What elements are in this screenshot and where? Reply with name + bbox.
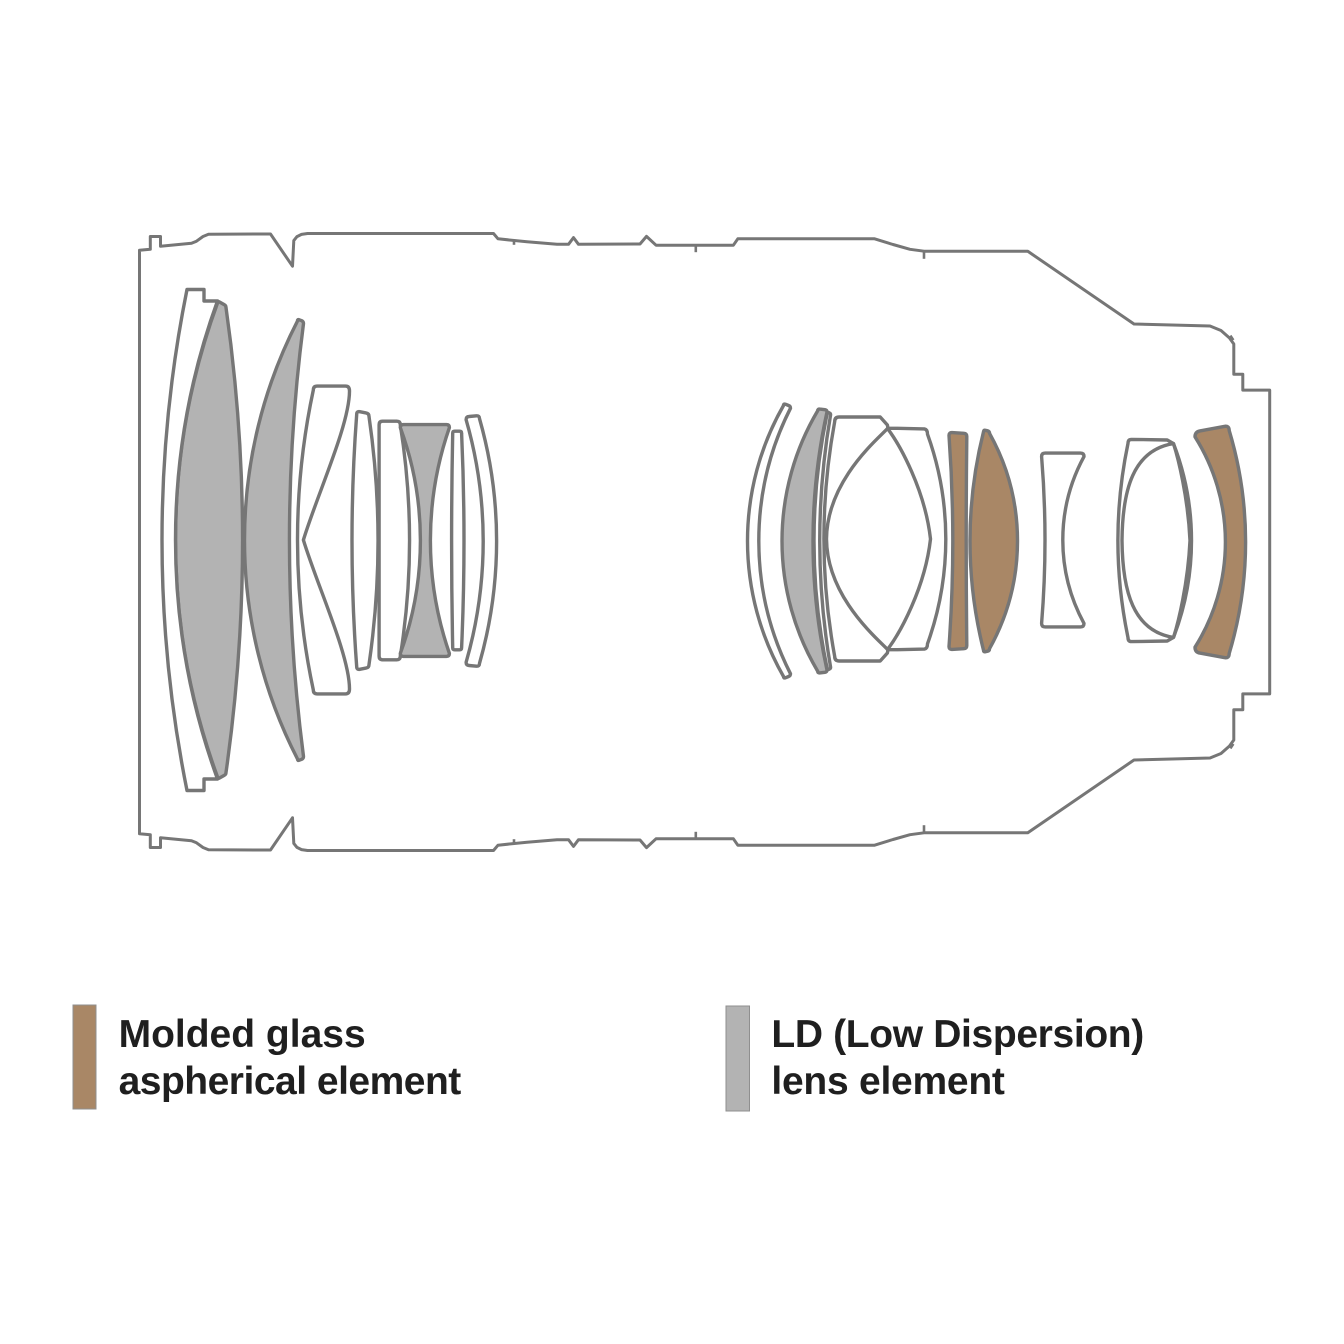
svg-text:LD (Low Dispersion): LD (Low Dispersion) [771, 1013, 1144, 1056]
svg-text:Molded glass: Molded glass [119, 1013, 366, 1056]
svg-text:lens element: lens element [771, 1060, 1005, 1103]
svg-text:aspherical element: aspherical element [119, 1060, 462, 1103]
